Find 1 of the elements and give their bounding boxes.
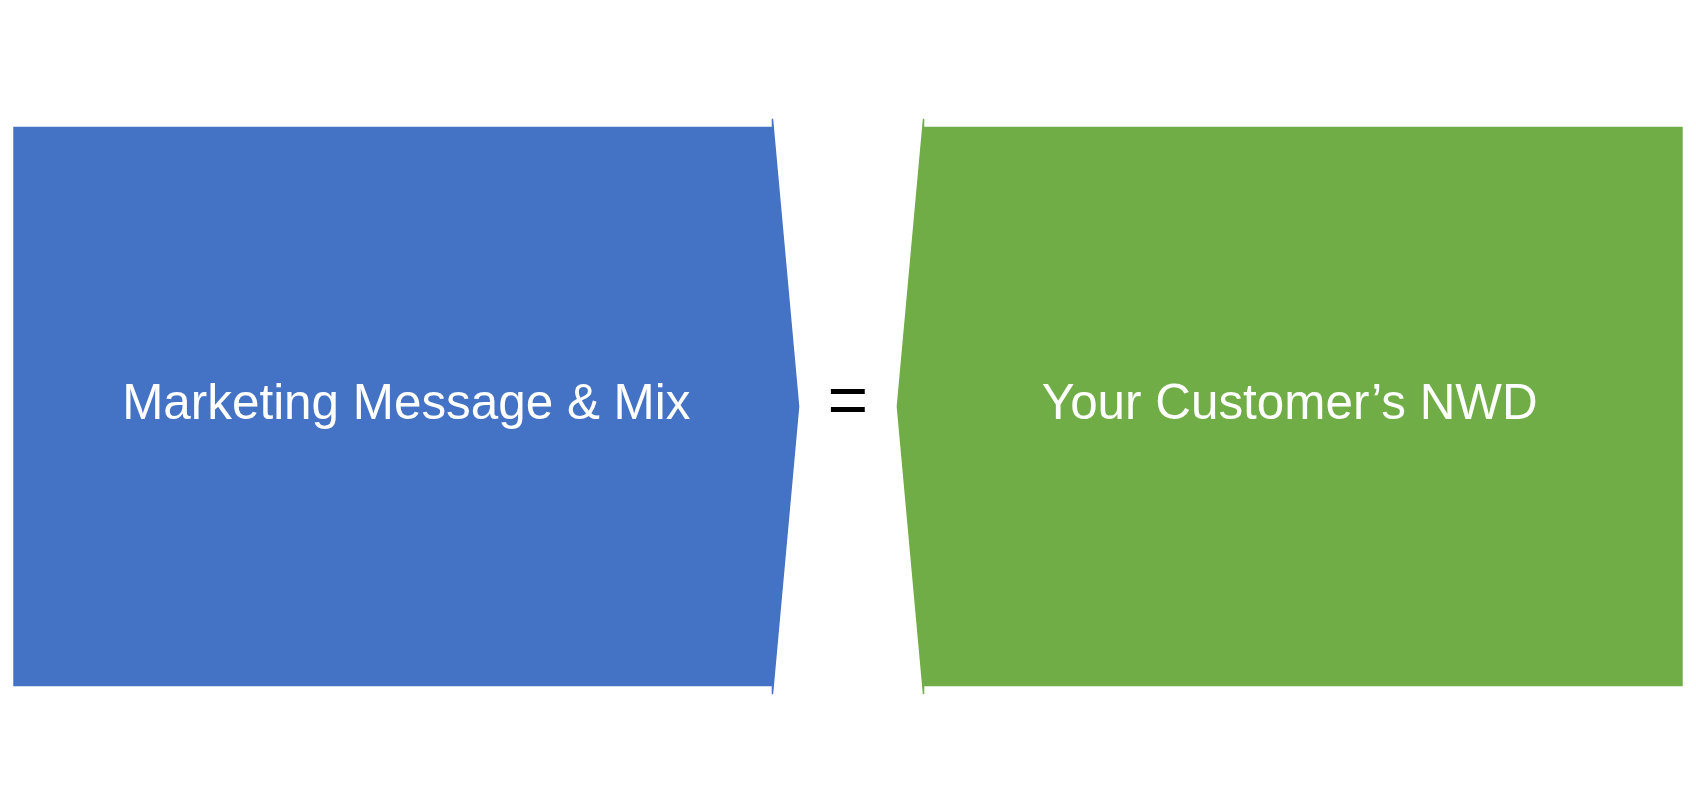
label: = xyxy=(827,360,869,439)
